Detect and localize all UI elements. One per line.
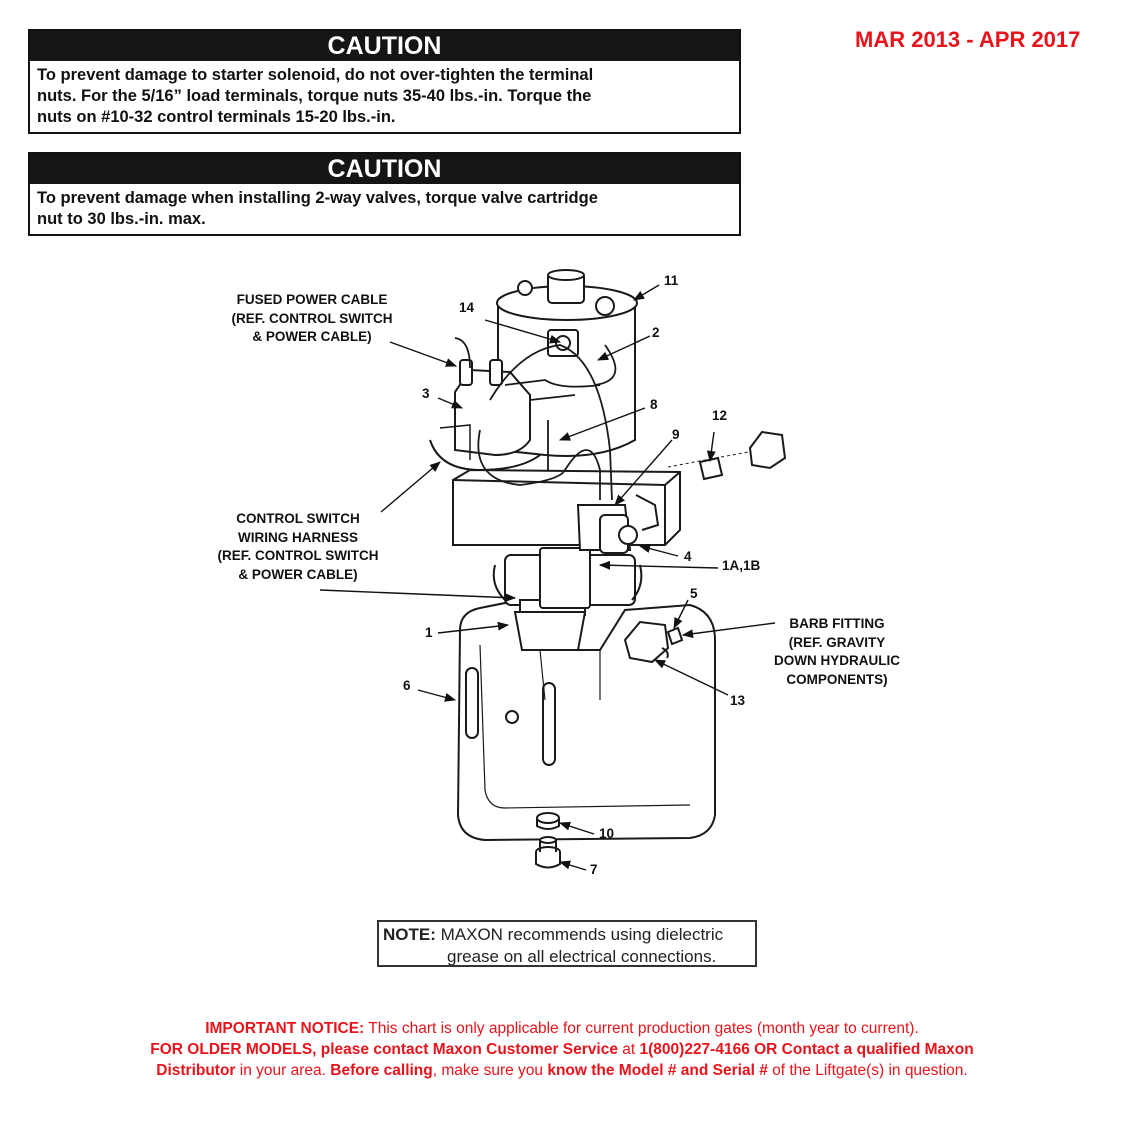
item-number-2: 2 xyxy=(652,325,660,340)
item-number-14: 14 xyxy=(459,300,475,315)
caution-box-valves: CAUTION To prevent damage when installin… xyxy=(28,152,741,236)
barb-fitting xyxy=(666,626,684,646)
filler-cap xyxy=(623,620,670,664)
note-box: NOTE: MAXON recommends using dielectric … xyxy=(377,920,757,967)
notice-at: at xyxy=(617,1041,640,1058)
item-number-4: 4 xyxy=(684,549,692,564)
caution-title: CAUTION xyxy=(30,154,739,184)
notice-know-model: know the Model # and Serial # xyxy=(547,1062,768,1079)
notice-before-calling: Before calling xyxy=(330,1062,433,1079)
note-label: NOTE: xyxy=(383,925,436,944)
item-number-9: 9 xyxy=(672,427,680,442)
notice-make-sure: , make sure you xyxy=(432,1062,548,1079)
notice-distributor: Distributor xyxy=(156,1062,236,1079)
callout-fused-power-cable: FUSED POWER CABLE (REF. CONTROL SWITCH &… xyxy=(231,292,393,344)
notice-phone: 1(800)227-4166 OR Contact a qualified Ma… xyxy=(639,1041,974,1058)
caution-title: CAUTION xyxy=(30,31,739,61)
manifold-block xyxy=(452,468,681,554)
item-number-10: 10 xyxy=(599,826,615,841)
item-number-3: 3 xyxy=(422,386,430,401)
item-number-7: 7 xyxy=(590,862,598,877)
callout-barb-fitting: BARB FITTING (REF. GRAVITY DOWN HYDRAULI… xyxy=(774,616,900,687)
item-number-13: 13 xyxy=(730,693,746,708)
notice-important-label: IMPORTANT NOTICE: xyxy=(205,1020,365,1037)
item-number-6: 6 xyxy=(403,678,411,693)
note-line-2: grease on all electrical connections. xyxy=(447,947,717,966)
pump-body xyxy=(492,547,643,651)
date-range: MAR 2013 - APR 2017 xyxy=(855,27,1081,52)
item-number-11: 11 xyxy=(664,273,679,288)
caution-box-solenoid: CAUTION To prevent damage to starter sol… xyxy=(28,29,741,134)
item-number-12: 12 xyxy=(712,408,728,423)
item-number-1: 1 xyxy=(425,625,433,640)
callout-control-switch-harness: CONTROL SWITCH WIRING HARNESS (REF. CONT… xyxy=(217,511,379,582)
solenoid xyxy=(429,359,541,472)
notice-important-text: This chart is only applicable for curren… xyxy=(364,1020,919,1037)
caution-text: To prevent damage to starter solenoid, d… xyxy=(37,66,594,126)
item-number-8: 8 xyxy=(650,397,658,412)
caution-text: To prevent damage when installing 2-way … xyxy=(37,189,598,228)
notice-older-models: FOR OLDER MODELS, please contact Maxon C… xyxy=(150,1041,618,1058)
item-number-5: 5 xyxy=(690,586,698,601)
item-number-1a-1b: 1A,1B xyxy=(722,558,761,573)
important-notice: IMPORTANT NOTICE: This chart is only app… xyxy=(40,1018,1084,1081)
notice-of-liftgate: of the Liftgate(s) in question. xyxy=(767,1062,968,1079)
drain-plug-7 xyxy=(535,836,561,869)
notice-in-area: in your area. xyxy=(235,1062,331,1079)
note-line-1: MAXON recommends using dielectric xyxy=(440,925,724,944)
fitting-12 xyxy=(698,430,787,481)
